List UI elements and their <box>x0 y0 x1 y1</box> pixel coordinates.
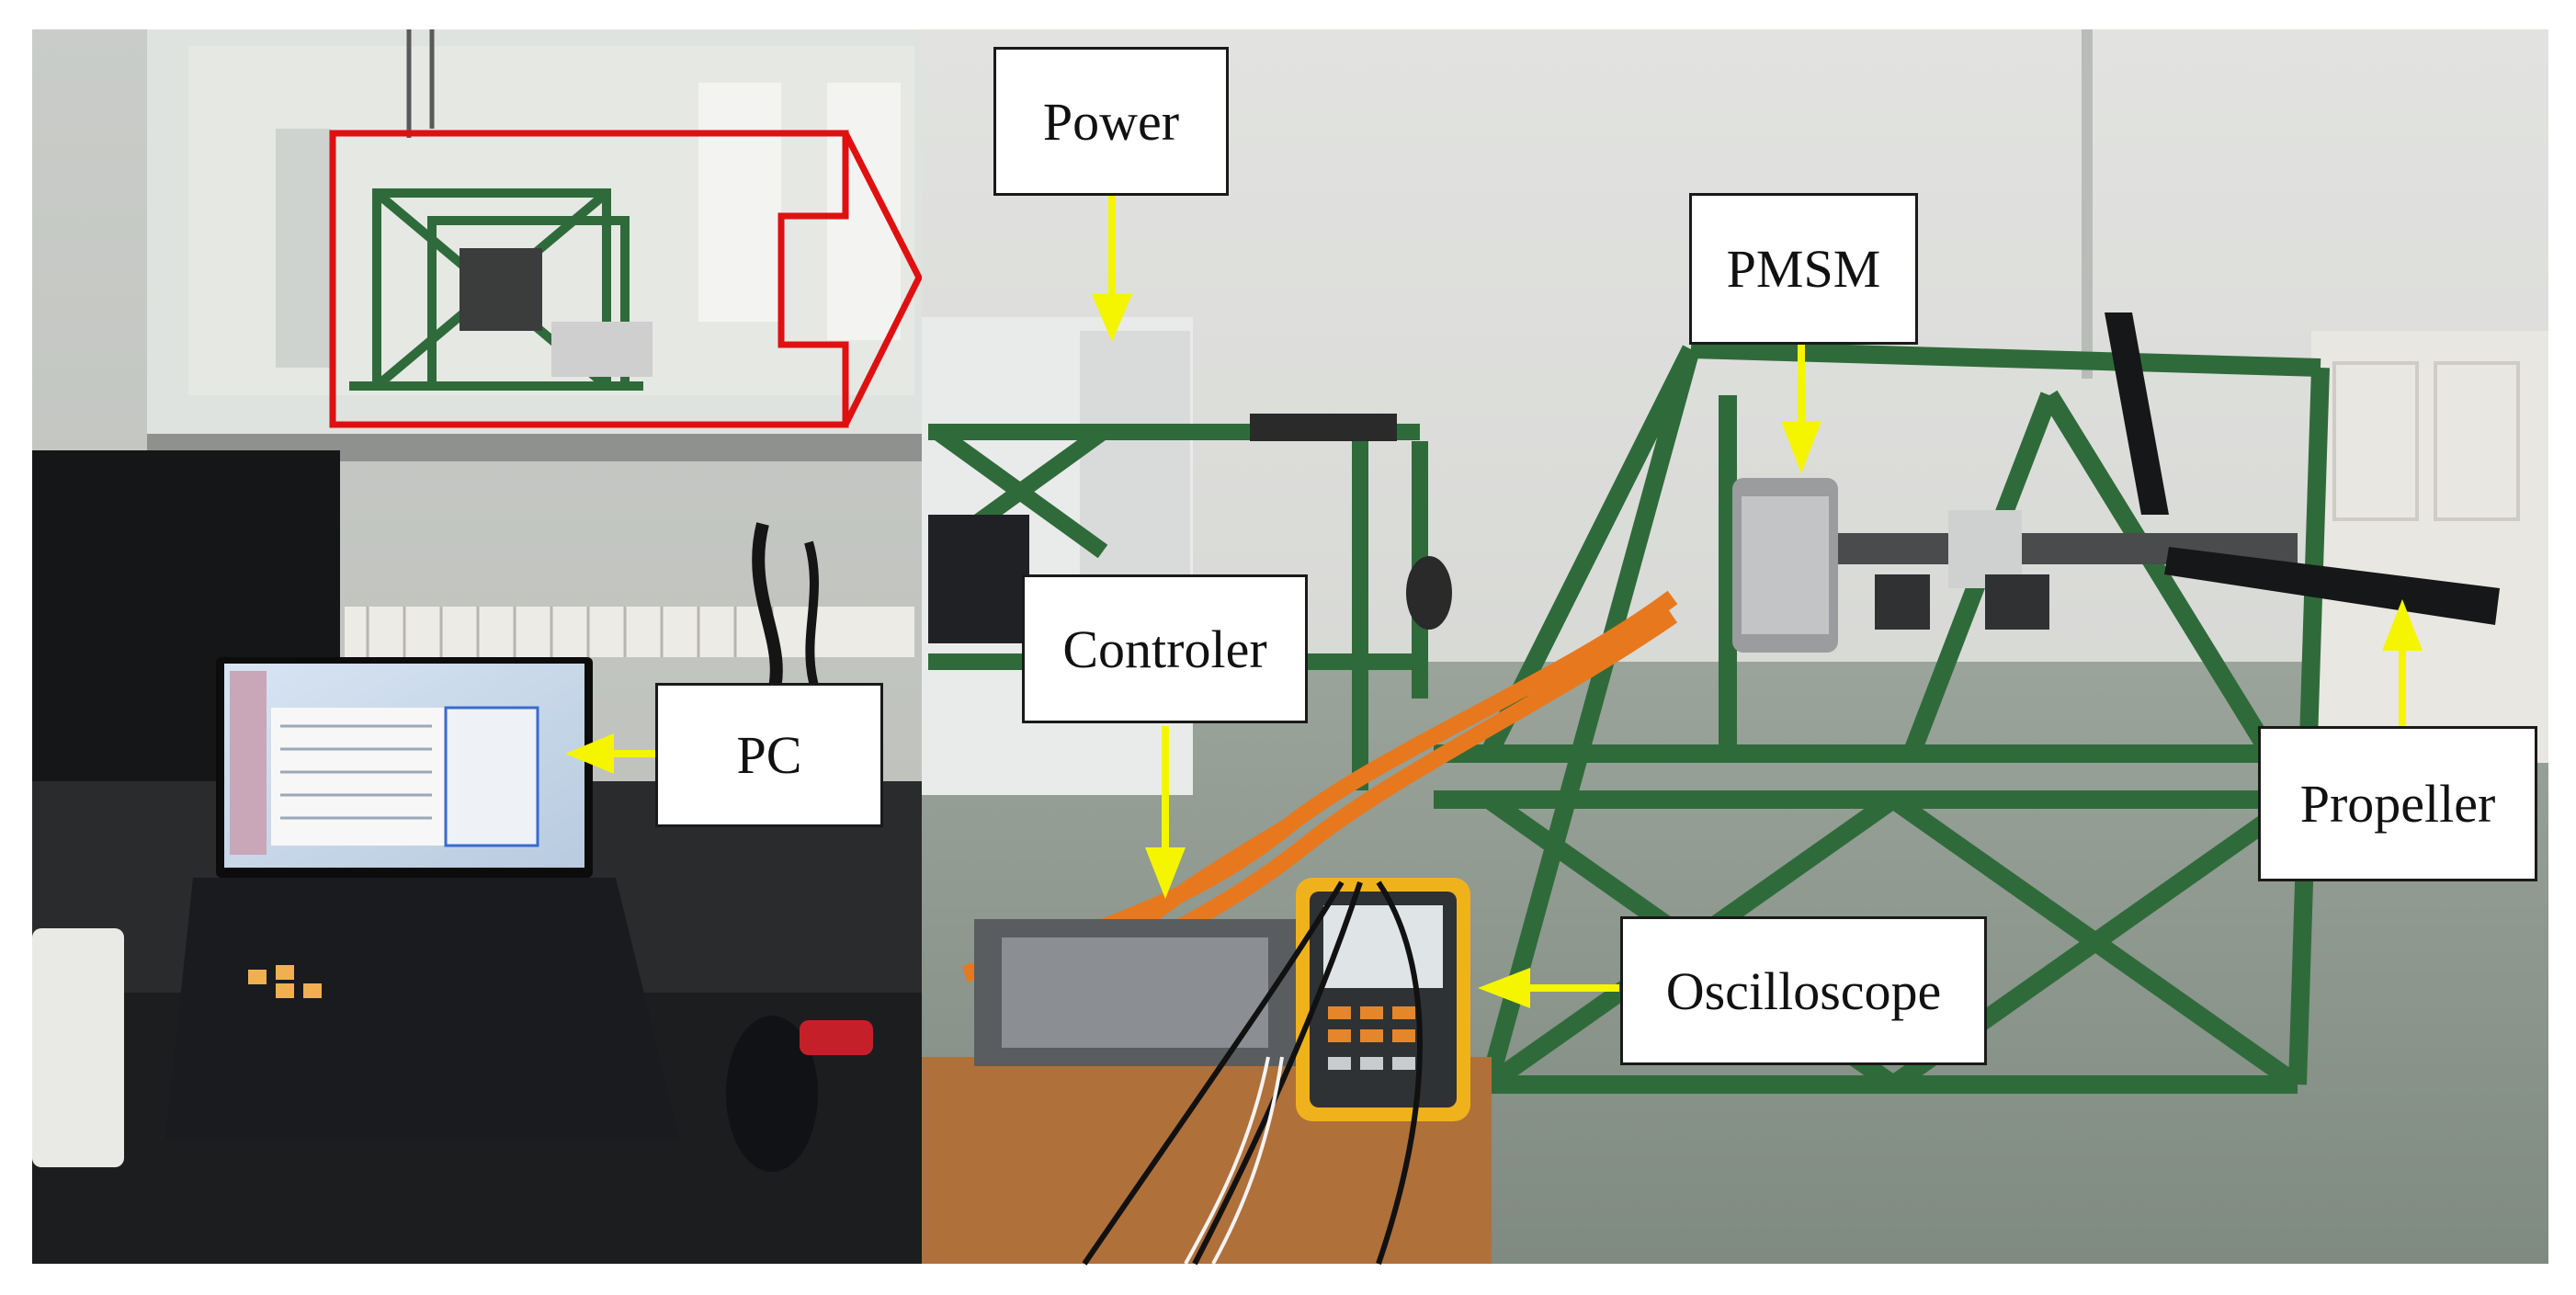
laptop <box>165 657 680 1140</box>
label-pc: PC <box>655 683 883 827</box>
propeller-blade <box>2164 547 2500 625</box>
label-oscilloscope: Oscilloscope <box>1620 916 1987 1065</box>
left-photo <box>32 29 923 1264</box>
door <box>2311 331 2548 763</box>
label-pmsm: PMSM <box>1689 193 1918 345</box>
keyboard <box>32 928 124 1167</box>
mouse <box>726 1016 818 1172</box>
label-propeller: Propeller <box>2258 726 2537 881</box>
propeller-blade-top <box>2105 312 2169 515</box>
label-power: Power <box>993 47 1229 196</box>
arrows <box>565 195 2423 1008</box>
radiator <box>345 607 914 657</box>
label-controller: Controler <box>1022 574 1308 723</box>
laptop-base <box>165 878 680 1140</box>
